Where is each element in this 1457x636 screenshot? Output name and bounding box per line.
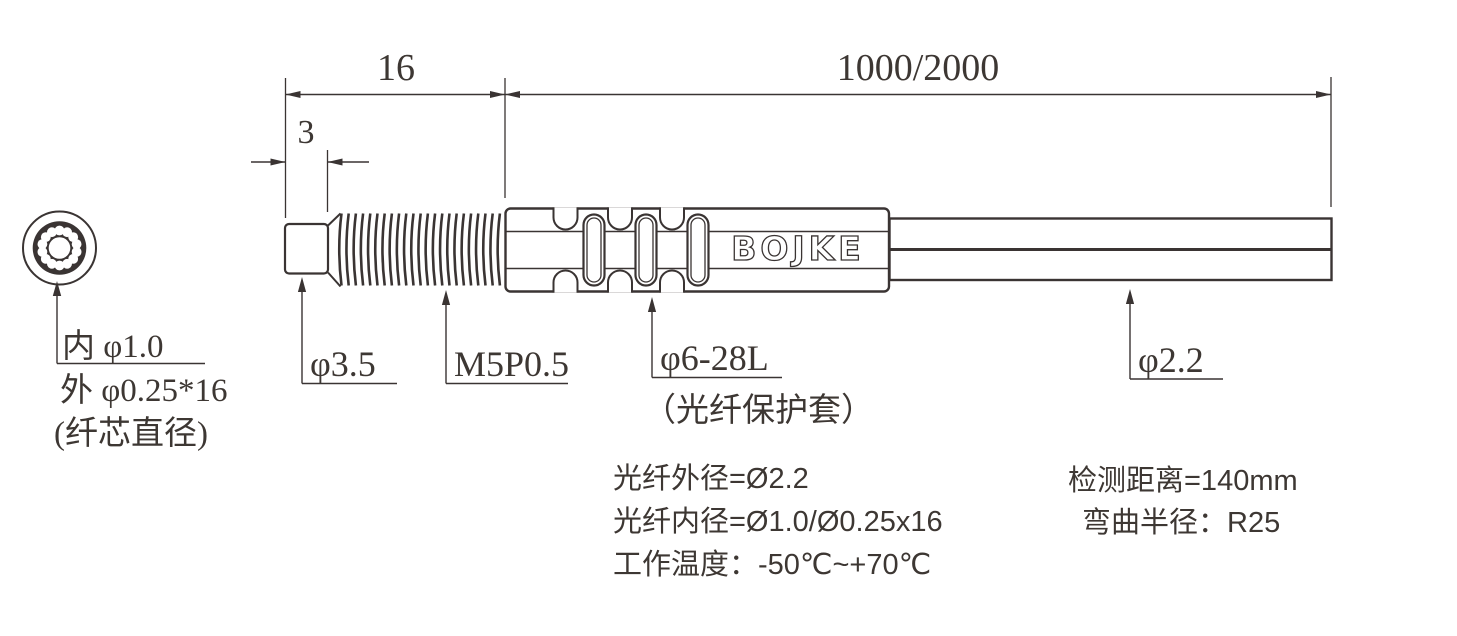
fiber-cable [888, 217, 1333, 282]
dim-cable-length: 1000/2000 [505, 47, 1332, 207]
dim-tip-length: 3 [251, 114, 369, 212]
spec-line-temperature: 工作温度：-50℃~+70℃ [613, 548, 931, 581]
dim-text-thread-length: 16 [377, 47, 415, 89]
arrow-up-icon [297, 277, 307, 292]
notch-top [607, 207, 633, 231]
leader-line [301, 290, 397, 385]
spec-line-inner-diameter: 光纤内径=Ø1.0/Ø0.25x16 [613, 505, 943, 538]
arrow-right-icon [270, 158, 286, 166]
label-protector-note: （光纤保护套） [643, 392, 874, 429]
leader-line [445, 303, 568, 385]
slot-outer [582, 213, 606, 287]
cross-section-core-hole [48, 237, 71, 259]
arrow-up-icon [441, 290, 451, 305]
notch-bottom [607, 269, 633, 293]
slot-inner [690, 217, 706, 283]
sensor-body: BOJKE [504, 207, 891, 293]
protector-corrugation [552, 207, 710, 293]
arrow-up-icon [647, 297, 657, 312]
leader-line [651, 310, 782, 379]
extension-lines [284, 78, 506, 218]
slot-outer [686, 213, 710, 287]
arrow-left-icon [285, 91, 301, 98]
arrow-up-icon [52, 281, 62, 296]
leader-tip-diameter: φ3.5 [297, 277, 397, 385]
cross-section-leader [52, 281, 205, 365]
spec-line-bend-radius: 弯曲半径：R25 [1082, 506, 1280, 539]
label-core-note: (纤芯直径) [54, 415, 208, 452]
spec-line-outer-diameter: 光纤外径=Ø2.2 [613, 462, 809, 495]
sensor-side-view: BOJKE [283, 207, 1333, 293]
arrow-left-icon [327, 158, 343, 166]
label-tip-diameter: φ3.5 [310, 344, 376, 384]
specs-left: 光纤外径=Ø2.2 光纤内径=Ø1.0/Ø0.25x16 工作温度：-50℃~+… [613, 462, 943, 581]
slot-inner [638, 217, 654, 283]
label-protector-spec: φ6-28L [660, 338, 769, 378]
label-thread-spec: M5P0.5 [454, 344, 569, 384]
arrow-left-icon [505, 91, 520, 98]
leader-protector: φ6-28L （光纤保护套） [643, 297, 874, 429]
thread-crests [337, 213, 502, 286]
slot-outer [634, 213, 658, 287]
notch-bottom [659, 269, 685, 293]
arrow-right-icon [1316, 91, 1331, 98]
label-cable-diameter: φ2.2 [1138, 340, 1204, 380]
notch-bottom [552, 269, 579, 293]
notch-top [552, 207, 579, 231]
spec-line-sensing-distance: 检测距离=140mm [1068, 464, 1298, 497]
sensor-tip [283, 222, 330, 275]
cross-section-outer-circle [22, 210, 97, 286]
leader-thread-spec: M5P0.5 [441, 290, 569, 385]
leader-line [56, 294, 205, 365]
cross-section-fiber-dots [37, 225, 82, 271]
arrow-up-icon [1125, 289, 1135, 304]
thread-section [337, 213, 502, 286]
leader-cable-diameter: φ2.2 [1125, 289, 1223, 380]
fiber-cross-section [22, 210, 97, 286]
label-inner-diameter: 内 φ1.0 [62, 328, 164, 365]
brand-logo: BOJKE [731, 229, 865, 268]
dim-text-cable-length: 1000/2000 [837, 47, 1000, 89]
specs-right: 检测距离=140mm 弯曲半径：R25 [1068, 464, 1298, 539]
notch-top [659, 207, 685, 231]
dim-text-tip-length: 3 [298, 114, 315, 151]
tip-chamfer [327, 212, 342, 288]
slot-inner [586, 217, 602, 283]
label-outer-diameter: 外 φ0.25*16 [60, 372, 228, 409]
dim-thread-length: 16 [284, 47, 506, 218]
leader-line [1129, 302, 1223, 380]
arrow-right-icon [490, 91, 505, 98]
